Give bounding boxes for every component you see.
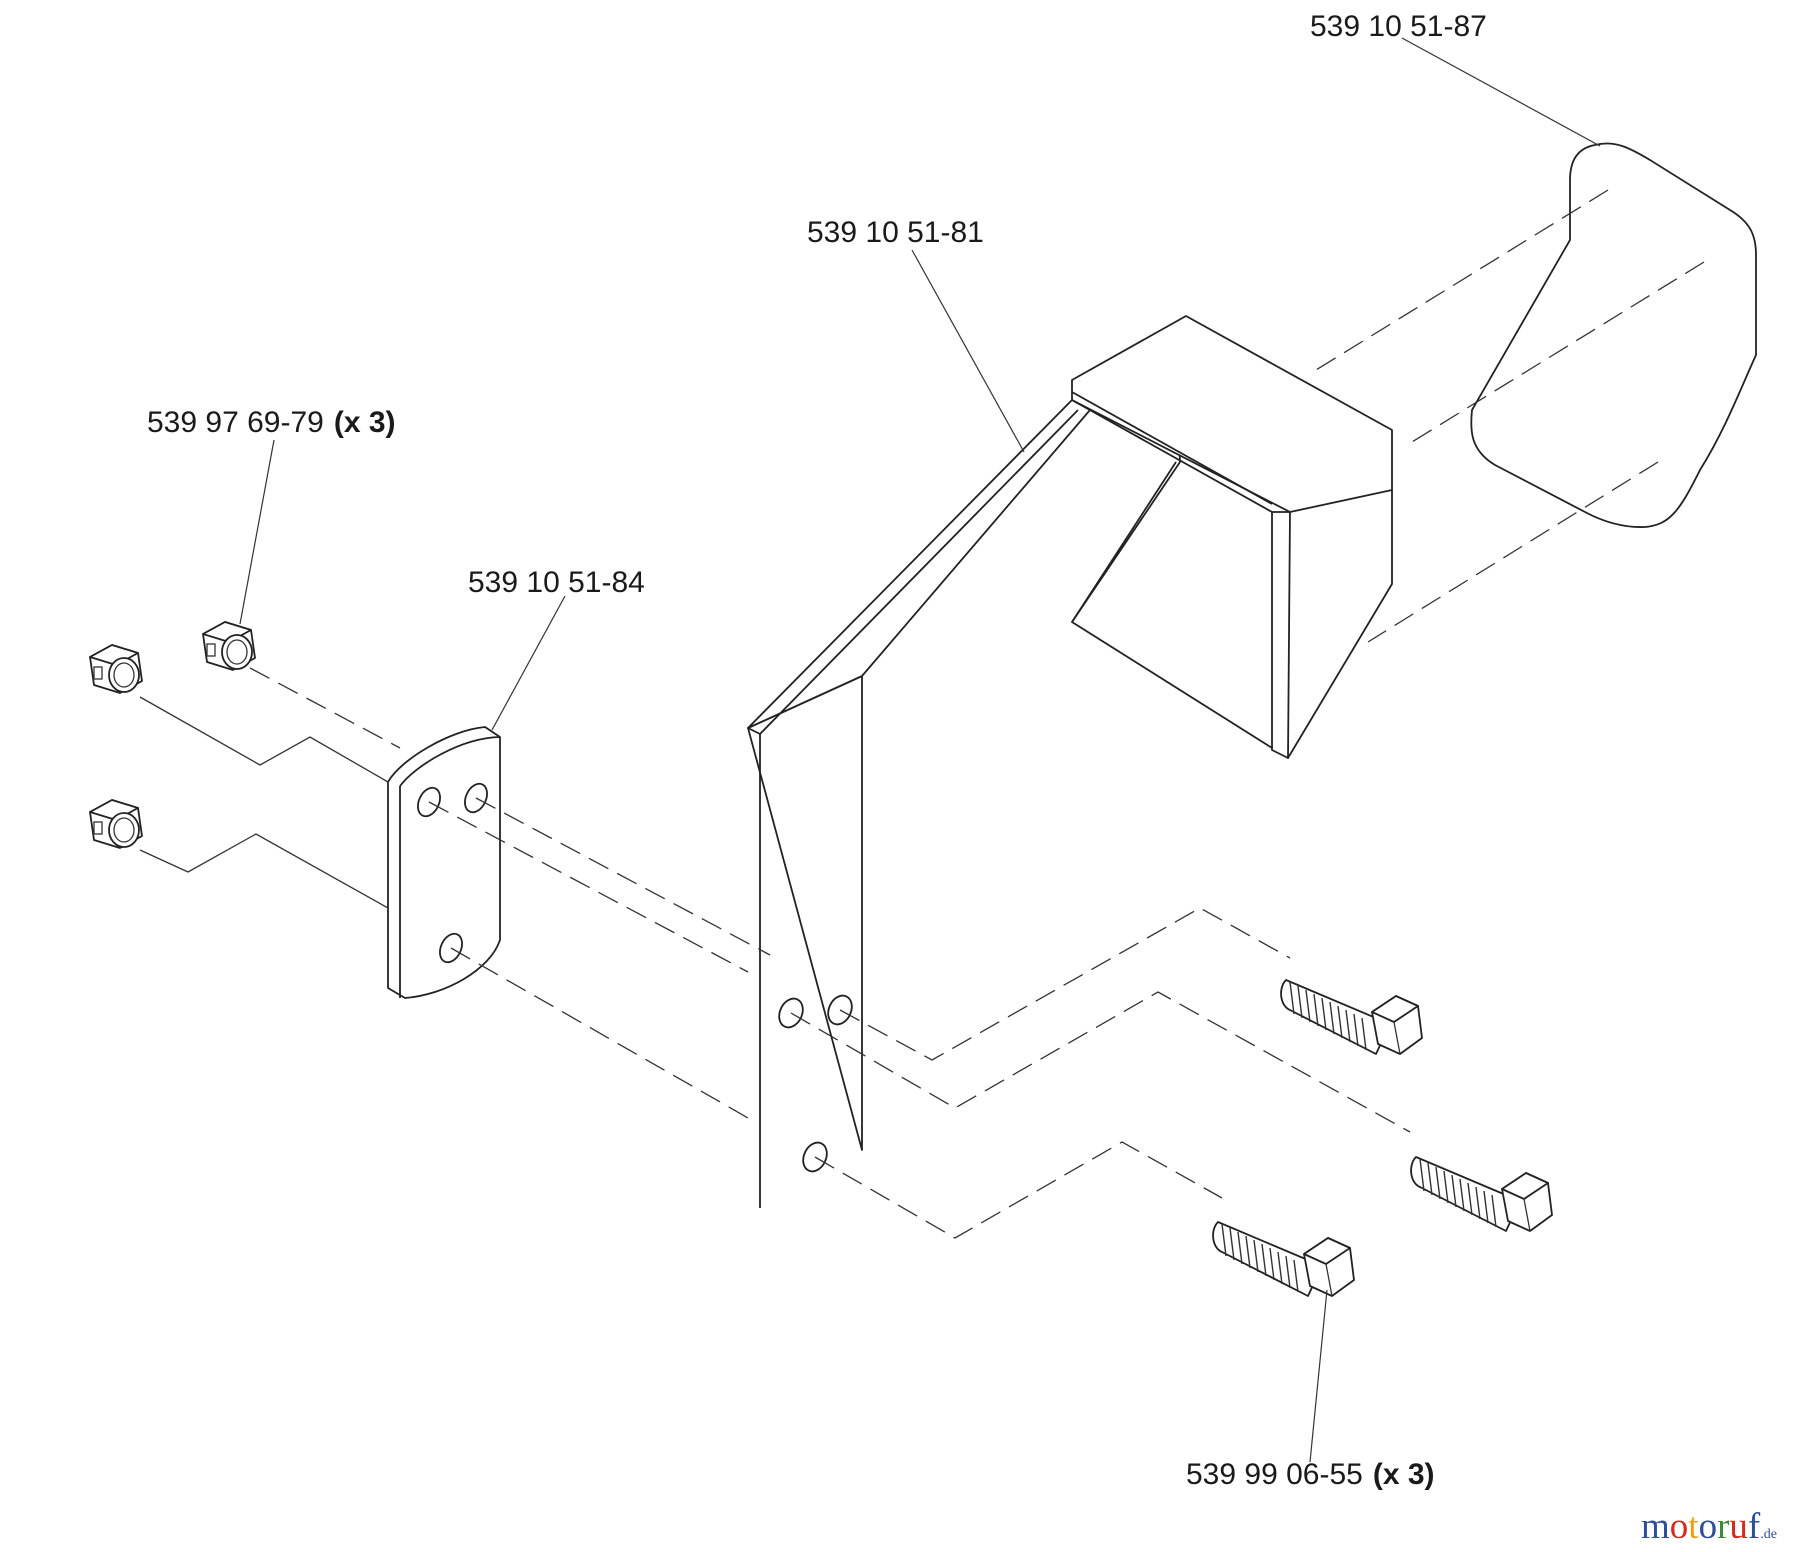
- part-number: 539 97 69-79: [147, 406, 324, 439]
- bolt-part-1: [1280, 979, 1423, 1055]
- logo-letter: f: [1747, 1506, 1761, 1547]
- label-nut: 539 97 69-79 (x 3): [147, 408, 396, 438]
- part-number: 539 10 51-81: [807, 216, 984, 249]
- nut-part-3: [89, 799, 143, 849]
- logo-letter: u: [1729, 1506, 1748, 1547]
- quantity: (x 3): [333, 406, 396, 439]
- part-number: 539 10 51-87: [1310, 10, 1487, 43]
- label-guard: 539 10 51-87: [1310, 12, 1487, 42]
- watermark-logo: motoruf.de: [1641, 1508, 1777, 1545]
- label-plate: 539 10 51-84: [468, 568, 645, 598]
- nut-part-1: [89, 644, 143, 694]
- bolt-part-2: [1410, 1156, 1553, 1232]
- logo-suffix: .de: [1760, 1527, 1777, 1542]
- bracket-part: [747, 315, 1393, 1208]
- assembly-lines: [139, 189, 1705, 1239]
- logo-letter: o: [1669, 1506, 1689, 1547]
- label-bracket: 539 10 51-81: [807, 218, 984, 248]
- logo-letter: m: [1641, 1506, 1670, 1547]
- part-number: 539 10 51-84: [468, 566, 645, 599]
- leader-lines: [239, 37, 1601, 1463]
- nut-part-2: [202, 621, 256, 671]
- part-number: 539 99 06-55: [1186, 1458, 1363, 1491]
- label-bolt: 539 99 06-55 (x 3): [1186, 1460, 1435, 1490]
- guard-part: [1470, 142, 1757, 528]
- logo-letter: r: [1717, 1506, 1730, 1547]
- quantity: (x 3): [1372, 1458, 1435, 1491]
- logo-letter: t: [1688, 1506, 1699, 1547]
- bolt-part-3: [1212, 1221, 1355, 1297]
- plate-part: [387, 726, 501, 999]
- logo-letter: o: [1698, 1506, 1718, 1547]
